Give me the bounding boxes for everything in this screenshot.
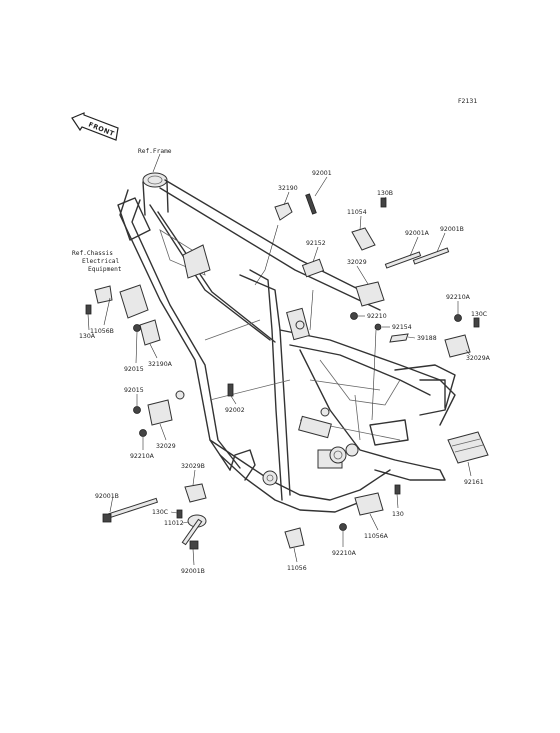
label-32190: 32190 xyxy=(278,185,298,192)
ref-frame-label: Ref.Frame xyxy=(138,148,172,155)
label-92152: 92152 xyxy=(306,240,326,247)
label-92015-a: 92015 xyxy=(124,366,144,373)
motorcycle-frame xyxy=(117,172,456,513)
label-32029-left: 32029 xyxy=(156,443,176,450)
label-11056: 11056 xyxy=(287,565,307,572)
label-130: 130 xyxy=(392,511,404,518)
ref-chassis-label-1: Ref.Chassis xyxy=(72,250,113,257)
label-130C-left: 130C xyxy=(152,509,168,516)
label-92210: 92210 xyxy=(367,313,387,320)
label-11056A: 11056A xyxy=(364,533,389,540)
label-92210A-right: 92210A xyxy=(446,294,471,301)
label-92161: 92161 xyxy=(464,479,484,486)
label-11056B: 11056B xyxy=(90,328,114,335)
label-32190A: 32190A xyxy=(148,361,173,368)
label-92001A: 92001A xyxy=(405,230,430,237)
label-92001B-top: 92001B xyxy=(440,226,464,233)
label-92210A-left: 92210A xyxy=(130,453,155,460)
label-11054: 11054 xyxy=(347,209,367,216)
label-32029-top: 32029 xyxy=(347,259,367,266)
label-11012: 11012 xyxy=(164,520,184,527)
label-32029A: 32029A xyxy=(466,355,491,362)
label-130B: 130B xyxy=(377,190,393,197)
label-92154: 92154 xyxy=(392,324,412,331)
label-92015-b: 92015 xyxy=(124,387,144,394)
label-32029B: 32029B xyxy=(181,463,205,470)
label-92001: 92001 xyxy=(312,170,332,177)
ref-chassis-label-2: Electrical xyxy=(82,258,120,265)
label-130A: 130A xyxy=(79,333,96,340)
ref-chassis-label-3: Equipment xyxy=(88,266,122,273)
label-39188: 39188 xyxy=(417,335,437,342)
label-92001B-bottom: 92001B xyxy=(181,568,205,575)
label-92002: 92002 xyxy=(225,407,245,414)
label-92210A-bottom: 92210A xyxy=(332,550,357,557)
leader-lines xyxy=(87,153,479,566)
part-shapes xyxy=(85,193,489,550)
label-92001B-left: 92001B xyxy=(95,493,119,500)
label-130C-right: 130C xyxy=(471,311,487,318)
diagram-code: F2131 xyxy=(458,98,477,105)
front-arrow-icon: FRONT xyxy=(71,112,119,141)
part-labels: 32190 92001 130B 11054 92001A 92001B 921… xyxy=(79,170,491,575)
